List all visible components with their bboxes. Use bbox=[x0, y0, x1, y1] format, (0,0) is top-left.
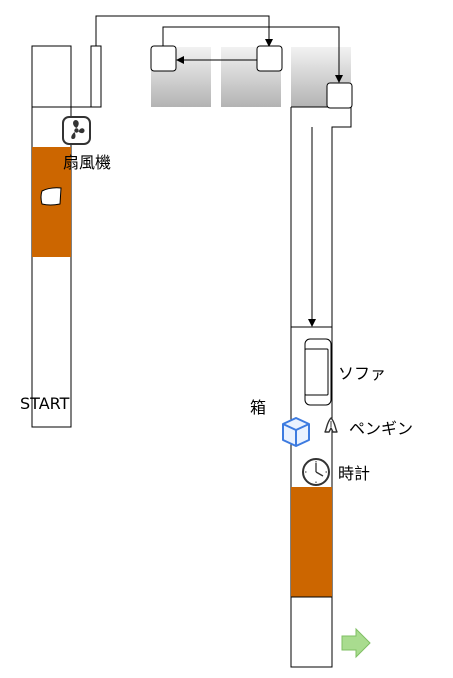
route-node-3 bbox=[326, 82, 353, 109]
left-corridor: START bbox=[20, 45, 102, 428]
right-orange-floor bbox=[291, 487, 332, 597]
route-line-over bbox=[162, 26, 343, 83]
clock-label: 時計 bbox=[338, 464, 370, 483]
fan-icon bbox=[62, 116, 91, 145]
route-node-2 bbox=[256, 45, 283, 72]
sofa-icon bbox=[304, 338, 332, 406]
penguin-icon bbox=[324, 417, 338, 433]
sofa-label: ソファ bbox=[338, 364, 386, 383]
box-icon bbox=[282, 417, 310, 447]
exit-arrow-icon bbox=[341, 627, 371, 659]
clock-icon bbox=[302, 458, 330, 486]
box-label: 箱 bbox=[250, 398, 266, 417]
fan-label: 扇風機 bbox=[63, 153, 111, 172]
route-node-1 bbox=[150, 45, 177, 72]
left-corridor-side-strip bbox=[90, 45, 102, 108]
start-label: START bbox=[20, 394, 70, 413]
penguin-label: ペンギン bbox=[349, 419, 413, 438]
route-line-top bbox=[95, 15, 273, 47]
cushion-icon bbox=[40, 187, 62, 206]
